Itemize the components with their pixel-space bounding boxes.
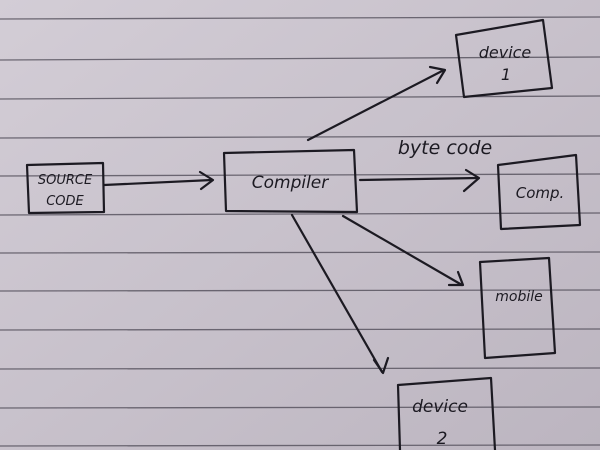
byte-code-label: byte code	[398, 137, 492, 159]
ruled-lines	[0, 16, 600, 447]
arrow-compiler-to-comp	[358, 168, 481, 193]
arrow-compiler-to-device2	[290, 213, 390, 375]
compiler-node: Compiler	[222, 148, 359, 214]
comp-label: Comp.	[516, 184, 565, 202]
device2-node: device 2	[396, 376, 497, 450]
arrow-compiler-to-mobile	[341, 214, 465, 287]
mobile-label: mobile	[495, 289, 542, 305]
source-code-line1: SOURCE	[38, 173, 93, 188]
device1-line1: device	[479, 43, 532, 62]
mobile-node: mobile	[478, 256, 557, 360]
source-code-node: SOURCE CODE	[25, 161, 106, 215]
arrow-source-to-compiler	[102, 170, 215, 191]
source-code-line2: CODE	[46, 194, 84, 209]
compiler-label: Compiler	[252, 173, 330, 193]
device1-line2: 1	[501, 65, 511, 84]
device2-line1: device	[412, 397, 468, 417]
device2-line2: 2	[437, 429, 448, 449]
device1-node: device 1	[454, 18, 554, 99]
comp-node: Comp.	[496, 153, 582, 231]
arrow-compiler-to-device1	[306, 65, 447, 142]
